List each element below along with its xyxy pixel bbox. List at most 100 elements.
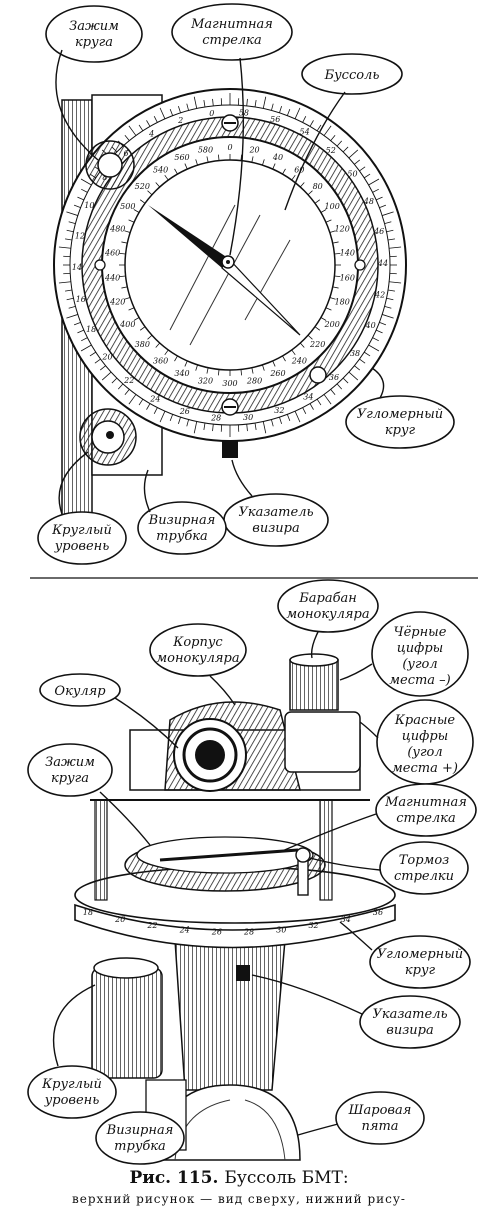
outer-tick-label: 48 bbox=[363, 197, 374, 206]
side-scale-label: 20 bbox=[114, 915, 125, 924]
outer-tick-label: 30 bbox=[243, 413, 253, 422]
svg-text:круг: круг bbox=[405, 963, 436, 978]
svg-text:Визирная: Визирная bbox=[148, 513, 216, 528]
label-magnetic-needle-top: Магнитная стрелка bbox=[171, 3, 293, 256]
outer-tick-label: 26 bbox=[179, 407, 190, 416]
svg-text:стрелка: стрелка bbox=[396, 811, 455, 826]
outer-tick-label: 36 bbox=[329, 373, 339, 382]
label-circular-level-side: Круглый уровень bbox=[27, 984, 117, 1119]
figure-number: Рис. 115. bbox=[129, 1168, 219, 1188]
inner-tick-label: 220 bbox=[309, 340, 325, 349]
svg-text:трубка: трубка bbox=[114, 1139, 166, 1154]
label-compass-top: Буссоль bbox=[284, 53, 403, 211]
outer-tick-label: 46 bbox=[373, 227, 384, 236]
label-goniometer-side: Угломерный круг bbox=[339, 921, 471, 989]
svg-text:стрелка: стрелка bbox=[202, 33, 261, 48]
svg-text:Зажим: Зажим bbox=[45, 755, 95, 770]
outer-tick-label: 14 bbox=[72, 263, 82, 272]
svg-text:Буссоль: Буссоль bbox=[324, 68, 380, 83]
inner-tick-label: 360 bbox=[153, 356, 168, 365]
inner-tick-label: 420 bbox=[109, 297, 125, 306]
figure-caption: Рис. 115. Буссоль БМТ: bbox=[0, 1168, 478, 1188]
inner-tick-label: 240 bbox=[291, 356, 307, 365]
screw-left bbox=[94, 259, 106, 271]
screw-bottom bbox=[221, 398, 239, 416]
label-sight-tube-top: Визирная трубка bbox=[137, 469, 227, 555]
svg-text:Указатель: Указатель bbox=[372, 1007, 447, 1022]
svg-text:места –): места –) bbox=[389, 673, 451, 688]
svg-text:круга: круга bbox=[51, 771, 89, 786]
side-circular-level bbox=[91, 957, 163, 1079]
label-black-digits: Чёрные цифры (угол места –) bbox=[339, 611, 469, 697]
label-sight-pointer-side: Указатель визира bbox=[251, 974, 461, 1049]
outer-tick-label: 40 bbox=[365, 321, 376, 330]
outer-tick-label: 20 bbox=[101, 353, 112, 362]
label-goniometer-top: Угломерный круг bbox=[345, 367, 455, 449]
svg-text:места +): места +) bbox=[392, 761, 458, 776]
top-view-drawing: 5654525048464442403836343230282624222018… bbox=[53, 88, 407, 521]
svg-text:Визирная: Визирная bbox=[106, 1123, 174, 1138]
svg-text:Чёрные: Чёрные bbox=[394, 625, 447, 640]
svg-text:(угол: (угол bbox=[407, 745, 442, 760]
svg-text:уровень: уровень bbox=[44, 1093, 100, 1108]
inner-tick-label: 0 bbox=[227, 143, 232, 152]
outer-tick-label: 24 bbox=[149, 395, 160, 404]
monocular-drum bbox=[289, 653, 339, 711]
outer-tick-label: 44 bbox=[377, 259, 388, 268]
svg-text:уровень: уровень bbox=[54, 539, 110, 554]
inner-tick-label: 440 bbox=[104, 273, 120, 282]
label-red-digits: Красные цифры (угол места +) bbox=[359, 699, 474, 785]
outer-tick-label: 32 bbox=[274, 406, 284, 415]
svg-text:монокуляра: монокуляра bbox=[286, 607, 369, 622]
inner-tick-label: 60 bbox=[294, 166, 304, 175]
inner-tick-label: 100 bbox=[325, 202, 340, 211]
svg-text:круг: круг bbox=[385, 423, 416, 438]
svg-text:Круглый: Круглый bbox=[51, 523, 112, 538]
side-scale-label: 28 bbox=[243, 928, 254, 937]
outer-scale-numbers: 5654525048464442403836343230282624222018… bbox=[72, 109, 388, 423]
svg-text:Угломерный: Угломерный bbox=[377, 947, 463, 962]
label-housing: Корпус монокуляра bbox=[149, 623, 247, 706]
inner-tick-label: 40 bbox=[272, 153, 283, 162]
label-eyepiece: Окуляр bbox=[39, 673, 179, 749]
label-ball-joint: Шаровая пята bbox=[297, 1091, 425, 1145]
side-sight-pointer bbox=[236, 965, 250, 981]
inner-tick-label: 180 bbox=[335, 297, 350, 306]
inner-tick-label: 480 bbox=[109, 225, 125, 234]
inner-tick-label: 20 bbox=[248, 146, 259, 155]
side-magnetic-needle bbox=[159, 848, 299, 862]
svg-text:Круглый: Круглый bbox=[41, 1077, 102, 1092]
side-goniometer-disk bbox=[74, 903, 396, 949]
svg-text:монокуляра: монокуляра bbox=[156, 651, 239, 666]
side-scale-label: 24 bbox=[179, 925, 190, 934]
label-circle-clamp-side: Зажим круга bbox=[27, 743, 151, 846]
outer-tick-label: 34 bbox=[303, 392, 313, 401]
inner-tick-label: 340 bbox=[174, 369, 189, 378]
side-needle-brake bbox=[295, 847, 311, 896]
svg-text:Угломерный: Угломерный bbox=[357, 407, 443, 422]
screw-right-bottom bbox=[309, 366, 327, 384]
label-circular-level-top: Круглый уровень bbox=[37, 451, 127, 565]
outer-tick-label: 22 bbox=[123, 376, 134, 385]
inner-tick-label: 300 bbox=[222, 379, 237, 388]
side-scale-label: 32 bbox=[308, 921, 318, 930]
side-scale-label: 30 bbox=[276, 925, 286, 934]
svg-text:Шаровая: Шаровая bbox=[348, 1103, 412, 1118]
outer-tick-label: 28 bbox=[210, 413, 221, 422]
inner-tick-label: 520 bbox=[135, 182, 150, 191]
label-sight-pointer-top: Указатель визира bbox=[223, 459, 329, 547]
svg-text:Корпус: Корпус bbox=[172, 635, 223, 650]
magnetic-needle bbox=[148, 205, 301, 336]
inner-tick-label: 400 bbox=[119, 320, 135, 329]
outer-tick-label: 52 bbox=[326, 146, 336, 155]
svg-text:Магнитная: Магнитная bbox=[384, 795, 467, 810]
outer-tick-label: 10 bbox=[84, 201, 94, 210]
outer-tick-label: 50 bbox=[347, 169, 357, 178]
inner-scale-ticks bbox=[119, 154, 341, 376]
svg-text:(угол: (угол bbox=[402, 657, 437, 672]
side-scale-label: 22 bbox=[146, 921, 157, 930]
inner-tick-label: 80 bbox=[313, 182, 323, 191]
